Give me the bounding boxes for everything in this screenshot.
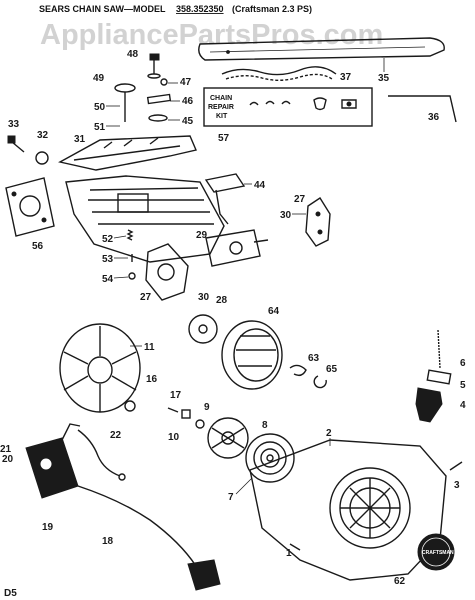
guide-bar: [198, 37, 445, 61]
label-part-54: 54: [102, 274, 114, 285]
ignition-module: [25, 423, 81, 499]
kit-line-2: REPAIR: [208, 104, 234, 111]
small-hardware-group: [146, 78, 172, 122]
label-part-27-lower: 27: [140, 292, 152, 303]
label-part-44: 44: [254, 180, 266, 191]
label-part-17: 17: [170, 390, 182, 401]
corner-code: D5: [4, 588, 17, 599]
model-number: 358.352350: [176, 4, 224, 14]
adjusting-screws: [126, 229, 136, 280]
flywheel-hardware: [124, 400, 205, 429]
label-part-6: 6: [460, 358, 466, 369]
label-part-7: 7: [228, 492, 234, 503]
ground-wire: [77, 429, 126, 481]
chain-repair-kit-card: CHAIN REPAIR KIT: [203, 87, 373, 127]
gasket-plate: [5, 177, 55, 237]
label-part-11: 11: [144, 342, 155, 353]
label-part-52: 52: [102, 234, 114, 245]
screw: [7, 135, 25, 153]
label-part-20: 20: [2, 454, 14, 465]
label-part-46: 46: [182, 96, 194, 107]
label-part-19: 19: [42, 522, 54, 533]
kit-line-1: CHAIN: [210, 95, 232, 102]
label-part-29: 29: [196, 230, 208, 241]
oil-pump-assembly: [205, 229, 269, 267]
spacer: [35, 151, 49, 165]
label-part-48: 48: [127, 49, 139, 60]
label-part-1: 1: [286, 548, 292, 559]
label-part-31: 31: [74, 134, 86, 145]
starter-pulley: [207, 417, 249, 459]
cylinder-cover: [145, 243, 189, 301]
label-part-45: 45: [182, 116, 194, 127]
label-part-51: 51: [94, 122, 106, 133]
engine-block: [65, 175, 225, 263]
label-part-27-upper: 27: [294, 194, 306, 205]
craftsman-badge: CRAFTSMAN: [417, 533, 455, 571]
label-part-16: 16: [146, 374, 158, 385]
spark-plug-terminal: [426, 369, 452, 385]
label-part-36: 36: [428, 112, 440, 123]
label-part-22: 22: [110, 430, 122, 441]
label-part-30-upper: 30: [280, 210, 292, 221]
label-part-49: 49: [93, 73, 105, 84]
clutch-washer: [188, 314, 218, 344]
label-part-32: 32: [37, 130, 49, 141]
starter-housing: [249, 439, 447, 581]
clutch-drum: [221, 320, 283, 390]
label-part-8: 8: [262, 420, 268, 431]
allen-wrench: [388, 95, 457, 123]
label-part-10: 10: [168, 432, 180, 443]
diagram-title-prefix: SEARS CHAIN SAW—MODEL: [39, 4, 166, 14]
spark-plug-boot: [415, 387, 443, 423]
label-part-2: 2: [326, 428, 332, 439]
badge-text: CRAFTSMAN: [422, 550, 454, 556]
label-part-35: 35: [378, 73, 390, 84]
spark-plug: [437, 329, 441, 369]
label-part-4: 4: [460, 400, 466, 411]
saw-chain: [221, 66, 337, 81]
label-part-21: 21: [0, 444, 12, 455]
model-subtitle: (Craftsman 2.3 PS): [232, 4, 312, 14]
flywheel: [59, 323, 141, 413]
ignition-lead-boot: [187, 559, 221, 591]
fuel-cap-knob: [114, 83, 136, 122]
kit-line-3: KIT: [216, 113, 228, 120]
label-part-30-lower: 30: [198, 292, 210, 303]
snap-ring: [313, 375, 327, 389]
rewind-spring: [245, 433, 295, 483]
label-part-37: 37: [340, 72, 352, 83]
label-part-63: 63: [308, 353, 320, 364]
label-part-53: 53: [102, 254, 114, 265]
control-bracket: [204, 173, 246, 225]
housing-screw: [449, 461, 463, 471]
top-handle-housing: [58, 135, 197, 171]
label-part-33: 33: [8, 119, 20, 130]
label-part-62: 62: [394, 576, 406, 587]
label-part-9: 9: [204, 402, 210, 413]
retainer-clip: [289, 364, 307, 377]
label-part-64: 64: [268, 306, 280, 317]
label-part-5: 5: [460, 380, 466, 391]
label-part-56: 56: [32, 241, 44, 252]
ignition-lead: [77, 485, 197, 567]
bottom-screw: [289, 543, 301, 551]
label-part-18: 18: [102, 536, 114, 547]
label-part-57: 57: [218, 133, 230, 144]
label-part-3: 3: [454, 480, 460, 491]
watermark: AppliancePartsPros.com: [40, 19, 383, 51]
side-cover-piece: [305, 197, 331, 247]
label-part-50: 50: [94, 102, 106, 113]
label-part-65: 65: [326, 364, 338, 375]
label-part-47: 47: [180, 77, 192, 88]
oil-cap: [147, 53, 161, 79]
label-part-28: 28: [216, 295, 228, 306]
